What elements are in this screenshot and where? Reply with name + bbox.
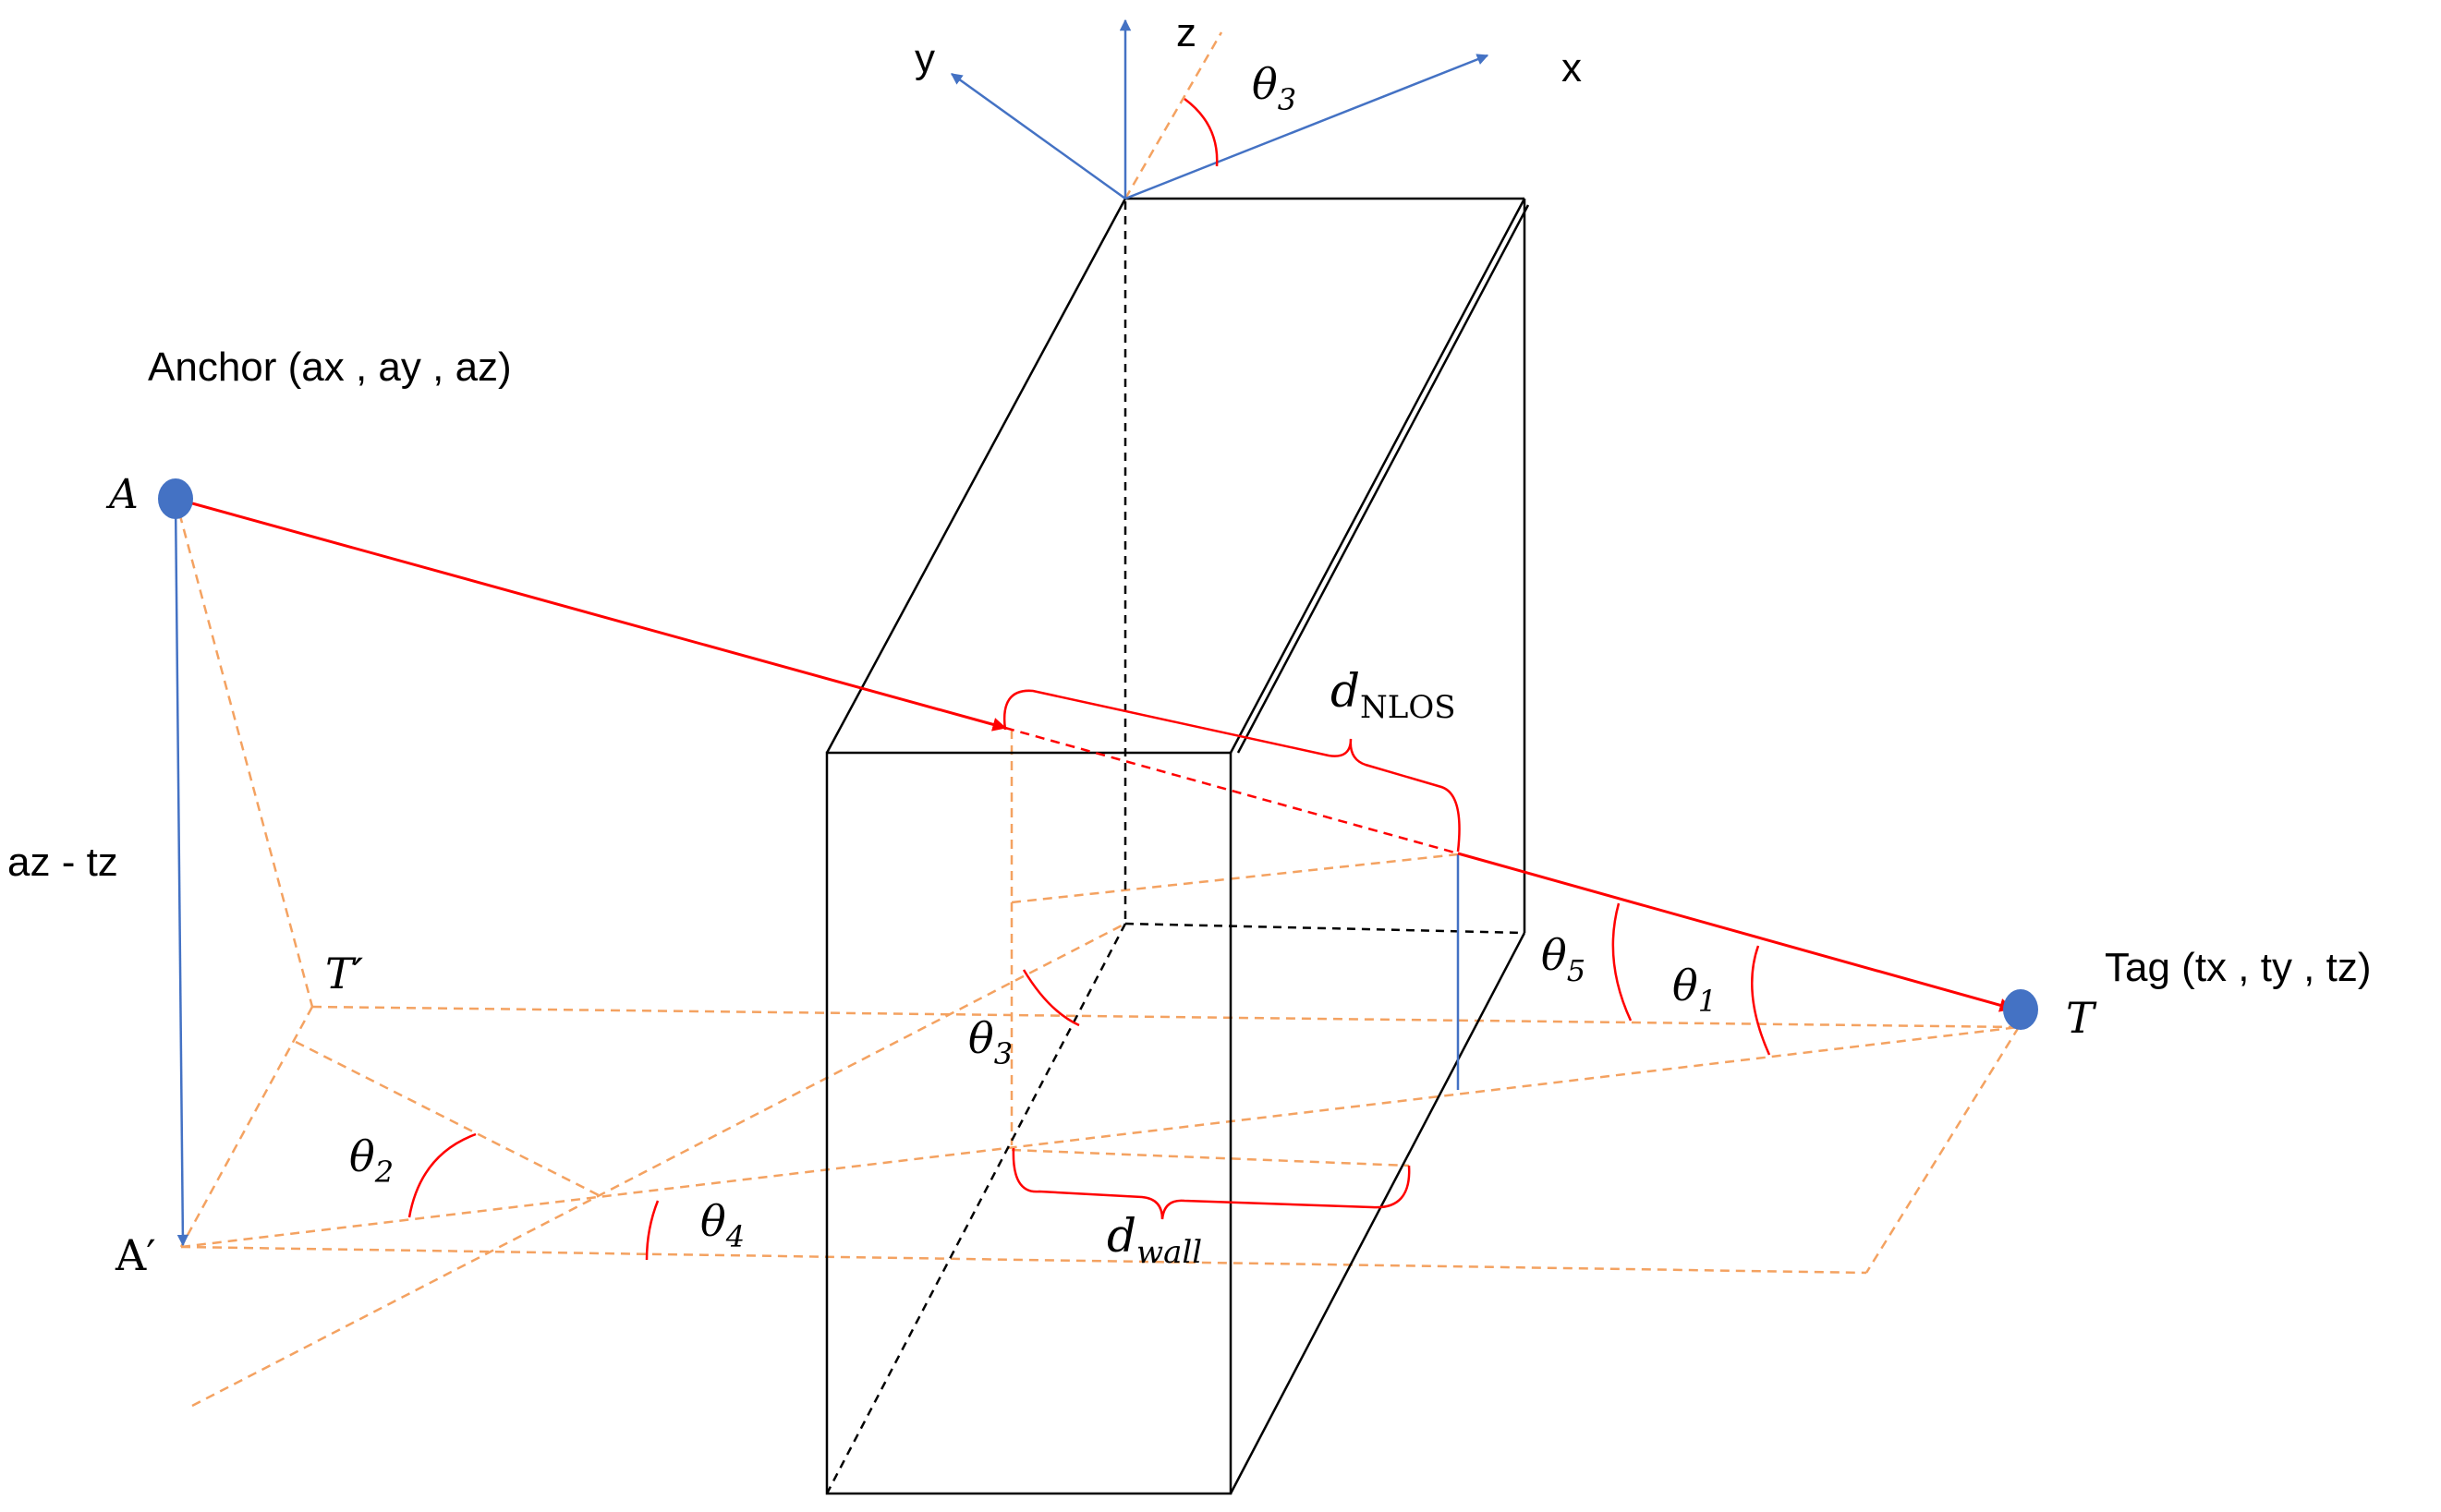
guide-tprime-to-wall: [295, 1040, 601, 1198]
aprime-label: A′: [115, 1230, 156, 1280]
theta1-label: θ1: [1672, 961, 1717, 1019]
tag-point-label: T: [2066, 993, 2097, 1043]
theta3-axis-label: θ3: [1252, 59, 1296, 117]
guide-tprime-to-aprime: [179, 1006, 314, 1248]
construction-lines: [174, 31, 2021, 1408]
dwall-brace: [1012, 1147, 1411, 1220]
tag-caption: Tag (tx , ty , tz): [2105, 945, 2372, 990]
guide-wall-bottom: [1011, 1148, 1410, 1167]
axis-y-label: y: [915, 36, 935, 81]
theta5-label: θ5: [1541, 930, 1585, 988]
wall-top-right-edge-inner: [1236, 204, 1530, 754]
angle-arcs: [407, 97, 1771, 1261]
anchor-point-label: A: [105, 471, 139, 518]
theta3-axis-arc: [1184, 97, 1219, 167]
hidden-edge-back-bottom: [1124, 922, 1525, 935]
wall-left-top-edge: [825, 198, 1127, 754]
guide-aprime-horizontal: [180, 1245, 1867, 1275]
theta4-label: θ4: [700, 1196, 745, 1254]
guide-aprime-to-tag: [180, 1025, 2020, 1249]
signal-wall-to-tag: [1457, 852, 2014, 1012]
theta3-wall-label: θ3: [968, 1013, 1013, 1071]
axis-x-label: x: [1561, 45, 1582, 91]
theta2-arc: [407, 1132, 477, 1218]
theta5-arc: [1611, 902, 1633, 1022]
guide-anchor-to-tprime: [174, 498, 314, 1008]
axis-z-label: z: [1176, 10, 1196, 55]
guide-long-diagonal: [191, 922, 1126, 1408]
tag-point: [2003, 989, 2038, 1030]
wall-bottom-right-edge: [1229, 932, 1526, 1494]
dnlos-brace: [1002, 689, 1461, 853]
dnlos-label: dNLOS: [1330, 664, 1456, 726]
anchor-point: [158, 478, 193, 519]
tprime-label: T′: [325, 949, 364, 998]
theta3-wall-arc: [1022, 969, 1080, 1027]
guide-wall-mid-horizontal: [1011, 853, 1459, 904]
dwall-label: dwall: [1107, 1209, 1202, 1271]
labels: y z x θ3 Anchor (ax , ay , az) A az - tz…: [7, 10, 2372, 1280]
signal-path: [175, 497, 2014, 1012]
height-difference-line: [174, 498, 189, 1247]
wall-front-face: [825, 751, 1233, 1495]
height-diff-label: az - tz: [7, 840, 118, 885]
theta4-arc: [645, 1200, 660, 1261]
wall-top-right-edge: [1229, 198, 1526, 754]
guide-tprime-to-tag: [311, 1005, 2020, 1029]
guide-z-extension: [1123, 31, 1223, 200]
guide-tag-downward: [1864, 1026, 2021, 1274]
signal-anchor-to-wall: [175, 497, 1007, 732]
anchor-caption: Anchor (ax , ay , az): [148, 345, 512, 390]
theta2-label: θ2: [349, 1131, 394, 1190]
blue-segments: [174, 18, 1489, 1247]
wall-box: [825, 197, 1530, 1495]
hidden-edge-front-diagonal: [825, 923, 1127, 1494]
axis-y: [950, 72, 1126, 200]
axis-x: [1124, 54, 1489, 200]
theta1-arc: [1751, 945, 1771, 1056]
